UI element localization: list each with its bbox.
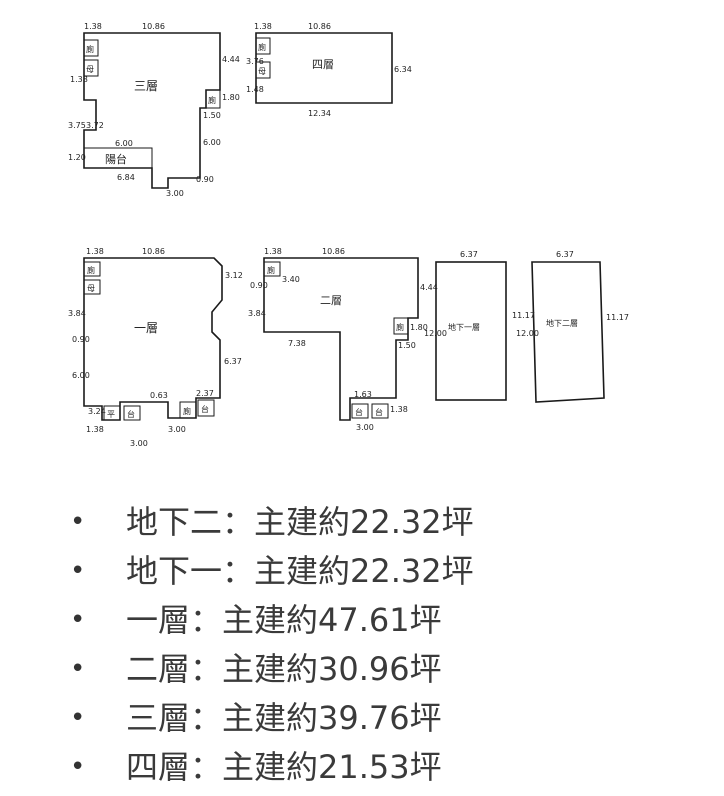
floor3-dim-12: 3.75 — [68, 121, 86, 130]
area-item-floor1: • 一層：主建約47.61坪 — [70, 596, 474, 645]
floor3-room-3: 廁 — [208, 95, 216, 105]
bullet-icon: • — [70, 556, 86, 586]
floor1-room-4: 台 — [127, 409, 135, 419]
floor4-dim-1: 1.38 — [254, 22, 272, 31]
floor1-room-1: 廁 — [87, 265, 95, 275]
b1-name: 地下一層 — [448, 322, 480, 332]
floor2-dim-3: 0.90 — [250, 281, 268, 290]
floor3-dim-6: 6.00 — [203, 138, 221, 147]
floor1-plan: 一層 廁 母 平 台 廁 台 1.38 10.86 3.12 3.84 0.90… — [68, 247, 243, 448]
floor2-room-1: 廁 — [267, 265, 275, 275]
floor1-dim-10: 2.37 — [196, 389, 214, 398]
floor2-room-4: 台 — [375, 407, 383, 417]
floor1-dim-12: 3.00 — [168, 425, 186, 434]
area-text: 地下一：主建約22.32坪 — [126, 552, 474, 590]
floor-plans-drawing: 三層 陽台 廁 母 廁 1.38 10.86 4.44 1.80 1.50 6.… — [68, 22, 629, 448]
floor3-dim-14: 1.20 — [68, 153, 86, 162]
floor1-name: 一層 — [134, 321, 158, 335]
bullet-icon: • — [70, 605, 86, 635]
floor3-dim-3: 4.44 — [222, 55, 240, 64]
floor3-name: 三層 — [134, 79, 158, 93]
floor2-room-2: 廁 — [396, 322, 404, 332]
bullet-icon: • — [70, 703, 86, 733]
floor2-dim-6: 3.84 — [248, 309, 266, 318]
floor3-dim-4: 1.80 — [222, 93, 240, 102]
floor-area-list: • 地下二：主建約22.32坪 • 地下一：主建約22.32坪 • 一層：主建約… — [70, 498, 474, 792]
floor3-dim-13: 3.72 — [86, 121, 104, 130]
area-text: 地下二：主建約22.32坪 — [126, 503, 474, 541]
floor4-dim-5: 6.34 — [394, 65, 412, 74]
floor1-dim-6: 6.00 — [72, 371, 90, 380]
b1-plan: 地下一層 6.37 12.00 — [424, 250, 507, 401]
floor4-dim-6: 12.34 — [308, 109, 331, 118]
floor2-dim-4: 3.40 — [282, 275, 300, 284]
floor3-room-1: 廁 — [86, 44, 94, 54]
floor4-dim-4: 1.48 — [246, 85, 264, 94]
floor3-room-2: 母 — [86, 65, 94, 74]
area-item-floor3: • 三層：主建約39.76坪 — [70, 694, 474, 743]
floor2-dim-7: 7.38 — [288, 339, 306, 348]
floor2-dim-10: 1.63 — [354, 390, 372, 399]
floor1-room-5: 廁 — [183, 406, 191, 416]
bullet-icon: • — [70, 752, 86, 782]
floor1-dim-2: 10.86 — [142, 247, 165, 256]
bullet-icon: • — [70, 507, 86, 537]
floor3-dim-2: 10.86 — [142, 22, 165, 31]
floor4-dim-2: 10.86 — [308, 22, 331, 31]
floor3-dim-9: 3.00 — [166, 189, 184, 198]
b2-dim-3: 12.00 — [516, 329, 539, 338]
area-item-b1: • 地下一：主建約22.32坪 — [70, 547, 474, 596]
floor1-dim-8: 3.24 — [88, 407, 106, 416]
floor2-name: 二層 — [320, 294, 342, 307]
floor4-room-2: 母 — [258, 67, 266, 76]
floor1-dim-7: 6.37 — [224, 357, 242, 366]
floor3-dim-10: 0.90 — [196, 175, 214, 184]
b2-plan: 地下二層 6.37 11.17 12.00 11.17 — [512, 250, 629, 403]
floor3-dim-7: 6.00 — [115, 139, 133, 148]
area-text: 二層：主建約30.96坪 — [126, 650, 442, 688]
area-item-floor2: • 二層：主建約30.96坪 — [70, 645, 474, 694]
area-item-floor4: • 四層：主建約21.53坪 — [70, 743, 474, 792]
floor1-room-6: 台 — [201, 404, 209, 414]
floor2-dim-12: 3.00 — [356, 423, 374, 432]
floor3-dim-8: 6.84 — [117, 173, 135, 182]
floor1-dim-4: 3.84 — [68, 309, 86, 318]
floor2-dim-9: 1.50 — [398, 341, 416, 350]
b1-dim-1: 6.37 — [460, 250, 478, 259]
b2-name: 地下二層 — [546, 318, 578, 328]
floor3-dim-11: 1.38 — [70, 75, 88, 84]
floor1-dim-1: 1.38 — [86, 247, 104, 256]
area-text: 三層：主建約39.76坪 — [126, 699, 442, 737]
floor1-dim-13: 1.38 — [86, 425, 104, 434]
floor1-room-3: 平 — [107, 410, 115, 419]
floor3-dim-1: 1.38 — [84, 22, 102, 31]
floor2-dim-11: 1.38 — [390, 405, 408, 414]
b2-dim-1: 6.37 — [556, 250, 574, 259]
floor2-plan: 二層 廁 廁 台 台 1.38 10.86 0.90 3.40 4.44 3.8… — [248, 247, 438, 432]
floor1-dim-3: 3.12 — [225, 271, 243, 280]
bullet-icon: • — [70, 654, 86, 684]
floor2-dim-2: 10.86 — [322, 247, 345, 256]
floor1-room-2: 母 — [87, 284, 95, 293]
floor4-name: 四層 — [312, 58, 334, 71]
b2-dim-4: 11.17 — [512, 311, 535, 320]
floor2-room-3: 台 — [355, 407, 363, 417]
floor4-room-1: 廁 — [258, 42, 266, 52]
floor4-dim-3: 3.76 — [246, 57, 264, 66]
area-item-b2: • 地下二：主建約22.32坪 — [70, 498, 474, 547]
floor3-dim-5: 1.50 — [203, 111, 221, 120]
floor1-dim-11: 3.00 — [130, 439, 148, 448]
floor1-dim-9: 0.63 — [150, 391, 168, 400]
floor3-plan: 三層 陽台 廁 母 廁 1.38 10.86 4.44 1.80 1.50 6.… — [68, 22, 240, 198]
floor2-dim-5: 4.44 — [420, 283, 438, 292]
b2-dim-2: 11.17 — [606, 313, 629, 322]
b1-dim-2: 12.00 — [424, 329, 447, 338]
area-text: 一層：主建約47.61坪 — [126, 601, 442, 639]
floor2-dim-8: 1.80 — [410, 323, 428, 332]
floor2-dim-1: 1.38 — [264, 247, 282, 256]
floor3-balcony-label: 陽台 — [105, 152, 127, 166]
floor4-plan: 四層 廁 母 1.38 10.86 3.76 1.48 6.34 12.34 — [246, 22, 412, 118]
floor1-dim-5: 0.90 — [72, 335, 90, 344]
area-text: 四層：主建約21.53坪 — [126, 748, 442, 786]
